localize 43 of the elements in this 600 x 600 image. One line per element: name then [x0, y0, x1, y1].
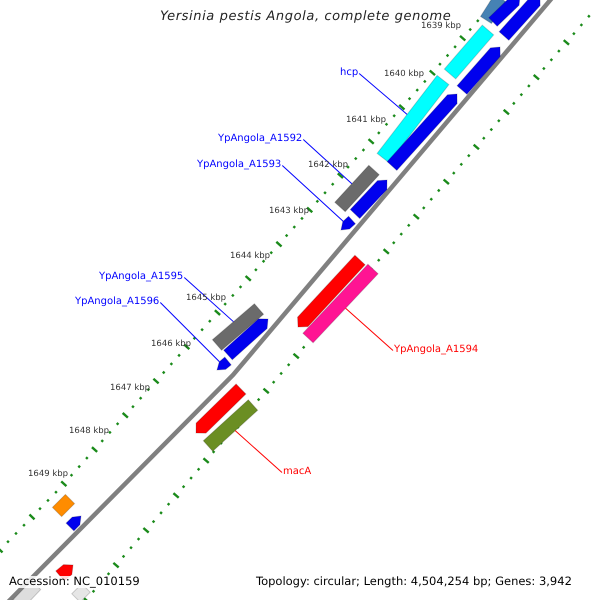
gene-segment [302, 264, 379, 344]
tick-label: 1646 kbp [151, 340, 192, 348]
gene-segment [212, 303, 264, 351]
gene-label: YpAngola_A1594 [394, 345, 478, 355]
gene-segment [216, 356, 232, 371]
gene-segment [498, 0, 541, 41]
gene-segment [488, 0, 521, 27]
gene-segment [52, 494, 76, 518]
leader-line [302, 139, 352, 184]
gene-segment [223, 318, 269, 360]
gene-segment [65, 515, 82, 532]
title: Yersinia pestis Angola, complete genome [160, 10, 452, 23]
gene-label: YpAngola_A1595 [99, 272, 184, 282]
tick-label: 1644 kbp [230, 252, 270, 260]
gene-segment [202, 399, 258, 452]
gene-segment [456, 46, 501, 95]
leader-line [345, 308, 394, 351]
gene-segment [297, 254, 366, 328]
tick-label: 1649 kbp [28, 470, 68, 478]
gene-label: YpAngola_A1593 [197, 160, 282, 170]
gene-label: YpAngola_A1592 [218, 134, 302, 144]
tick-label: 1643 kbp [269, 207, 310, 216]
tick-label: 1639 kbp [421, 22, 462, 30]
leader-line [282, 165, 344, 222]
gene-label: hcp [340, 68, 358, 78]
gene-segment [350, 179, 388, 220]
leader-line [184, 277, 234, 322]
tick-label: 1648 kbp [69, 427, 110, 436]
gene-label: macA [283, 467, 312, 477]
tick-label: 1642 kbp [308, 161, 348, 170]
tick-label: 1641 kbp [346, 116, 386, 124]
tick-label: 1647 kbp [110, 384, 150, 392]
leader-line [358, 73, 408, 115]
gene-segment [196, 383, 247, 434]
tick-label: 1645 kbp [186, 294, 226, 302]
genome-info-text: Topology: circular; Length: 4,504,254 bp; Genes: 3,942 [256, 576, 572, 588]
leader-line [160, 302, 220, 362]
gene-label: YpAngola_A1596 [75, 297, 160, 307]
gene-segment [386, 93, 458, 172]
leader-line [234, 430, 282, 473]
gene-segment [340, 216, 356, 231]
tick-label: 1640 kbp [384, 70, 424, 78]
accession-text: Accession: NC_010159 [9, 576, 140, 588]
